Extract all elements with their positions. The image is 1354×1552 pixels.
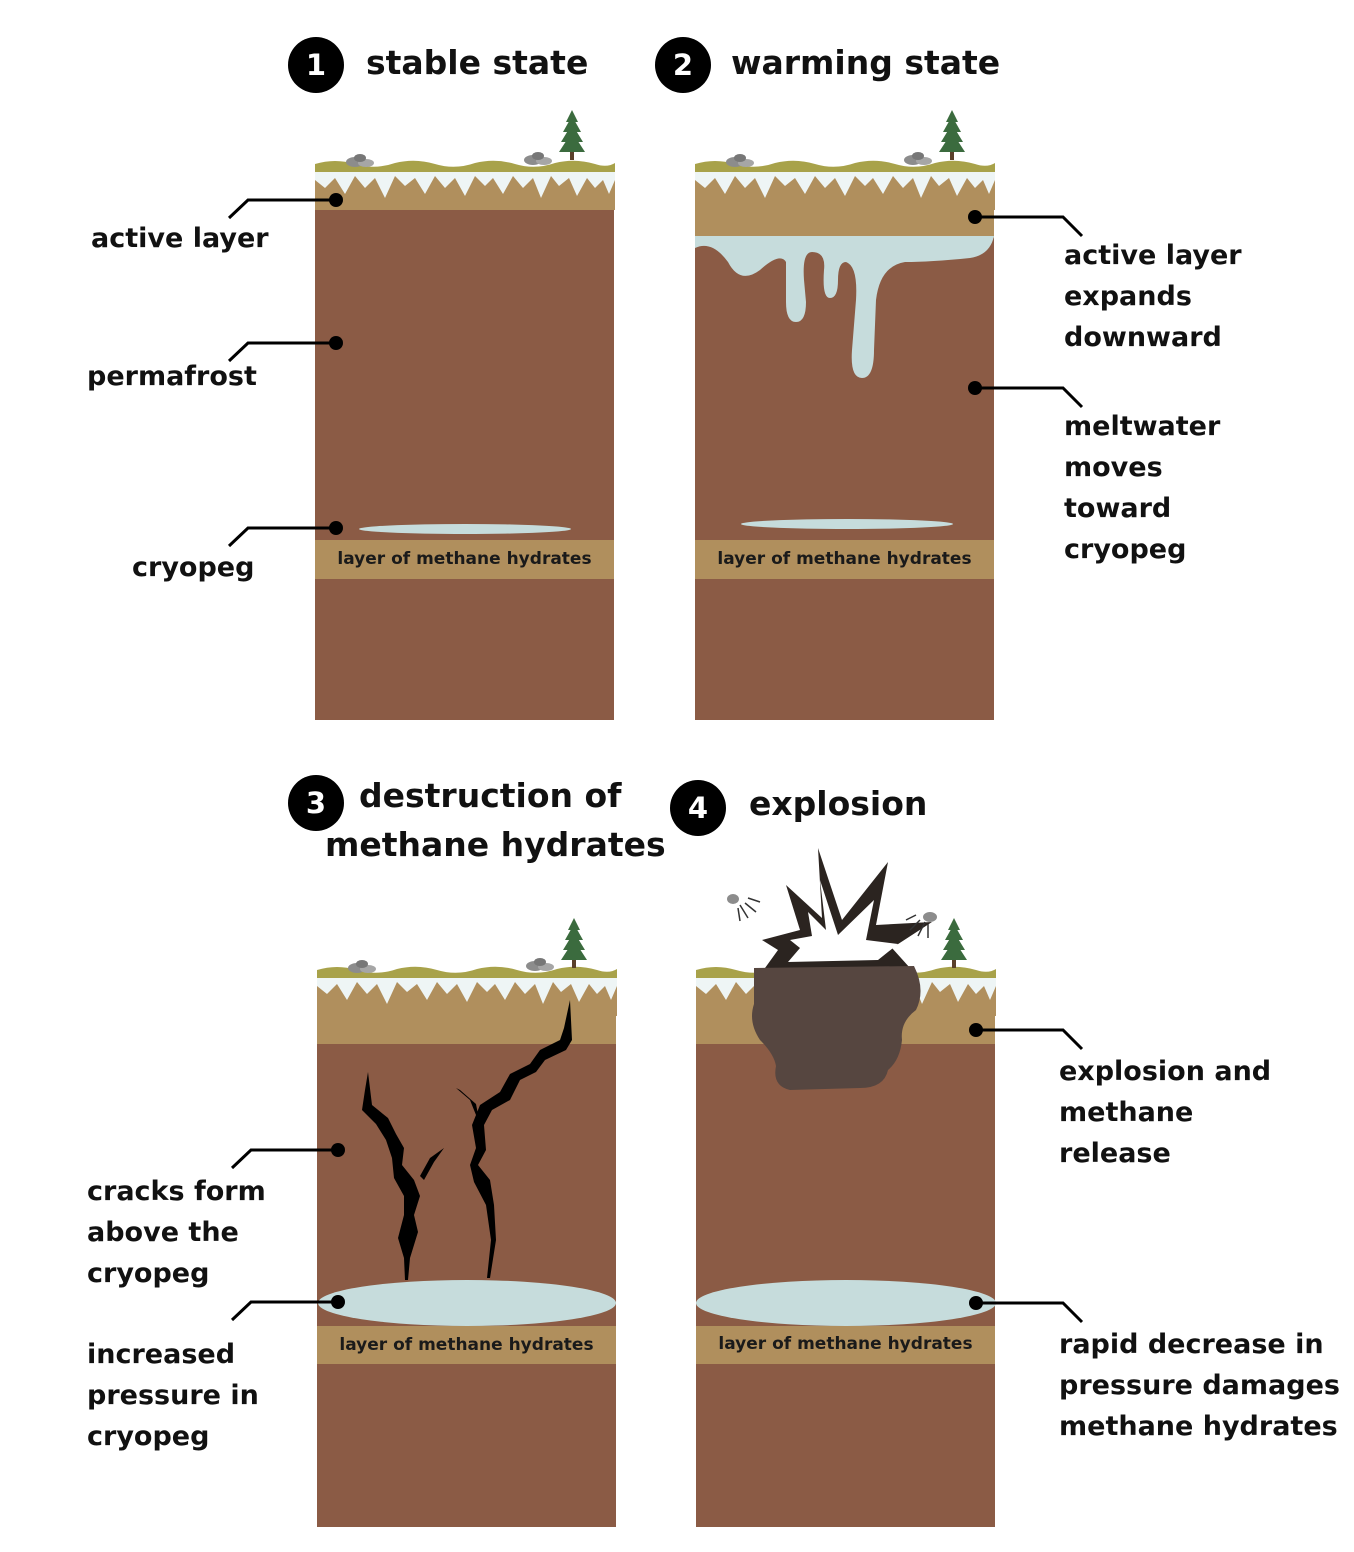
tree-icon: [941, 918, 967, 968]
rocks-icon: [904, 152, 932, 165]
rocks-icon: [524, 152, 552, 165]
label-active-layer-expands: active layer expands downward: [1064, 235, 1242, 358]
label-line: pressure damages: [1059, 1365, 1340, 1406]
panel-4-title: explosion: [749, 780, 927, 828]
tree-icon: [939, 110, 965, 160]
label-explosion-release: explosion and methane release: [1059, 1051, 1271, 1174]
label-increased-pressure: increased pressure in cryopeg: [87, 1334, 259, 1457]
label-line: expands: [1064, 276, 1242, 317]
panel-3-title-line1: destruction of: [359, 772, 622, 820]
rocks-icon: [726, 154, 754, 167]
label-line: rapid decrease in: [1059, 1324, 1340, 1365]
label-cryopeg: cryopeg: [132, 547, 254, 588]
label-line: meltwater: [1064, 406, 1220, 447]
tree-icon: [561, 918, 587, 968]
panel-3-column: [317, 967, 617, 1527]
label-line: cracks form: [87, 1171, 266, 1212]
panel-4-number-badge: 4: [670, 780, 726, 836]
label-line: above the: [87, 1212, 266, 1253]
tree-icon: [559, 110, 585, 160]
label-permafrost: permafrost: [87, 356, 257, 397]
rocks-icon: [346, 154, 374, 167]
cryopeg-lens: [741, 519, 953, 529]
label-line: release: [1059, 1133, 1271, 1174]
panel-2-title: warming state: [731, 39, 1000, 87]
label-line: toward: [1064, 488, 1220, 529]
methane-hydrate-label: layer of methane hydrates: [317, 1326, 616, 1364]
methane-hydrate-label: layer of methane hydrates: [315, 540, 614, 578]
label-line: active layer: [1064, 235, 1242, 276]
rocks-icon: [348, 960, 376, 973]
methane-hydrate-label: layer of methane hydrates: [695, 540, 994, 578]
label-rapid-decrease: rapid decrease in pressure damages metha…: [1059, 1324, 1340, 1447]
cryopeg-lens: [359, 524, 571, 534]
label-meltwater: meltwater moves toward cryopeg: [1064, 406, 1220, 570]
rocks-icon: [526, 958, 554, 971]
cryopeg-lens: [696, 1280, 996, 1326]
label-cracks-form: cracks form above the cryopeg: [87, 1171, 266, 1294]
panel-2-number-badge: 2: [655, 37, 711, 93]
label-line: cryopeg: [1064, 529, 1220, 570]
label-line: moves: [1064, 447, 1220, 488]
label-line: methane: [1059, 1092, 1271, 1133]
panel-1-column: [315, 161, 615, 720]
panel-1-number-badge: 1: [288, 37, 344, 93]
methane-hydrate-label: layer of methane hydrates: [696, 1325, 995, 1363]
label-line: explosion and: [1059, 1051, 1271, 1092]
label-line: cryopeg: [87, 1416, 259, 1457]
label-line: pressure in: [87, 1375, 259, 1416]
label-line: cryopeg: [87, 1253, 266, 1294]
label-line: increased: [87, 1334, 259, 1375]
panel-1-title: stable state: [366, 39, 588, 87]
cryopeg-lens: [318, 1280, 616, 1326]
panel-3-title-line2: methane hydrates: [325, 821, 666, 869]
panel-2-column: [695, 161, 995, 720]
label-line: methane hydrates: [1059, 1406, 1340, 1447]
label-line: downward: [1064, 317, 1242, 358]
label-active-layer: active layer: [91, 218, 269, 259]
